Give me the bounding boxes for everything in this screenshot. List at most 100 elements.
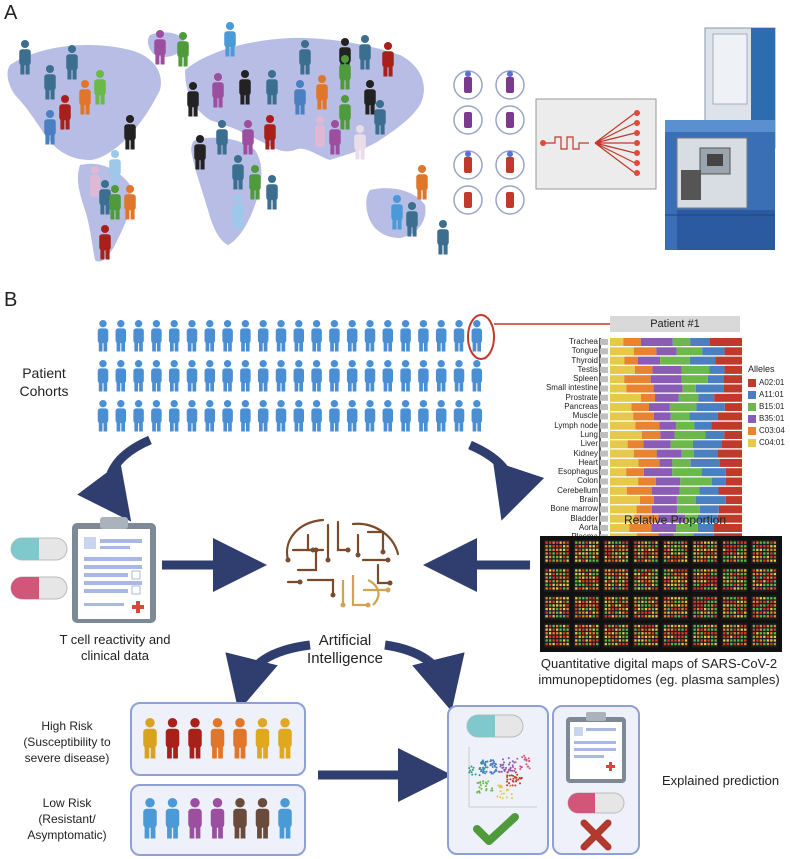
cohort-person-icon <box>346 360 358 392</box>
allele-bar-segment <box>715 356 742 365</box>
allele-bar-segment <box>610 347 634 356</box>
low-risk-people <box>143 798 292 839</box>
allele-bar-segment <box>653 412 671 421</box>
map-person-icon <box>364 80 376 115</box>
allele-bar-segment <box>679 486 700 495</box>
allele-bar-segment <box>725 496 742 505</box>
cohort-person-icon <box>293 360 305 392</box>
cross-icon <box>580 819 612 851</box>
allele-bar-segment <box>624 375 651 384</box>
cohort-person-icon <box>311 360 322 392</box>
allele-bar-segment <box>655 393 679 402</box>
allele-bar-segment <box>633 449 657 458</box>
cohort-person-icon <box>204 400 216 432</box>
high-risk-person-icon <box>188 718 202 759</box>
cohort-person-icon <box>257 360 269 392</box>
allele-bar-segment <box>699 486 719 495</box>
allele-bar-segment <box>670 412 690 421</box>
mass-spectrometer <box>665 27 776 250</box>
pill-red-icon <box>10 576 68 600</box>
cohort-person-icon <box>471 320 483 352</box>
cohort-person-icon <box>275 320 287 352</box>
allele-bar-segment <box>633 347 657 356</box>
pill-blue-icon <box>10 537 68 561</box>
allele-bar-segment <box>610 449 634 458</box>
cohort-person-icon <box>186 400 198 432</box>
allele-bar-segment <box>610 412 634 421</box>
cohort-person-icon <box>115 400 127 432</box>
cohort-person-icon <box>346 400 358 432</box>
allele-bar-segment <box>653 496 677 505</box>
high-risk-person-icon <box>278 718 292 759</box>
allele-bar-segment <box>702 347 725 356</box>
low-risk-label: Low Risk (Resistant/ Asymptomatic) <box>27 796 107 842</box>
allele-bar-segment <box>670 440 693 449</box>
cohort-person-icon <box>346 320 358 352</box>
legend-label: C03:04 <box>759 426 785 435</box>
map-person-icon <box>329 120 341 155</box>
allele-bar-segment <box>717 449 742 458</box>
map-person-icon <box>339 95 351 130</box>
allele-bar-segment <box>717 412 742 421</box>
panel-b-label: B <box>4 289 18 311</box>
cohort-person-icon <box>293 320 305 352</box>
allele-bar-segment <box>610 440 628 449</box>
allele-bar-segment <box>682 384 696 393</box>
patient-cohorts-title: Patient Cohorts <box>19 365 69 399</box>
cohort-person-icon <box>257 400 269 432</box>
legend-item: C04:01 <box>748 438 790 447</box>
map-person-icon <box>66 45 78 80</box>
cohort-person-icon <box>453 400 465 432</box>
cohort-person-icon <box>151 320 162 352</box>
cohort-person-icon <box>168 360 180 392</box>
allele-bar-segment <box>672 468 702 477</box>
low-risk-person-icon <box>165 798 180 839</box>
allele-bar-segment <box>677 505 700 514</box>
row-marker <box>600 404 608 411</box>
allele-bar-segment <box>690 338 710 346</box>
row-marker <box>600 497 608 504</box>
allele-bar-segment <box>651 524 677 532</box>
allele-bar-segment <box>639 496 654 505</box>
allele-bar-segment <box>724 365 742 374</box>
map-person-icon <box>154 30 166 65</box>
allele-bar-segment <box>643 440 671 449</box>
map-person-icon <box>44 65 56 100</box>
legend-label: C04:01 <box>759 438 785 447</box>
cohort-person-icon <box>168 400 180 432</box>
cohort-person-icon <box>364 360 376 392</box>
allele-bar-segment <box>678 393 699 402</box>
allele-bar-segment <box>660 431 675 439</box>
map-person-icon <box>299 40 311 75</box>
cohort-person-icon <box>168 320 180 352</box>
cohort-person-icon <box>133 400 144 432</box>
tissue-label: Thyroid <box>571 355 598 365</box>
chart-xlabel: Relative Proportion <box>623 513 727 527</box>
world-map <box>7 22 449 262</box>
cohort-person-icon <box>257 320 269 352</box>
row-marker <box>600 339 608 345</box>
map-person-icon <box>194 135 206 170</box>
allele-bar-segment <box>681 449 695 458</box>
allele-bar-segment <box>655 477 681 486</box>
allele-bar-segment <box>723 375 742 384</box>
allele-bar-segment <box>672 458 691 467</box>
allele-bar-segment <box>610 421 636 430</box>
tissue-label: Bone marrow <box>550 504 598 514</box>
allele-bar-segment <box>709 338 742 346</box>
cohort-person-icon <box>400 360 411 392</box>
cohort-person-icon <box>240 400 251 432</box>
cohort-person-icon <box>435 360 447 392</box>
prediction-box-correct <box>447 705 549 855</box>
allele-bar-segment <box>641 431 661 439</box>
legend-label: B15:01 <box>759 402 785 411</box>
map-person-icon <box>391 195 403 230</box>
map-person-icon <box>124 185 136 220</box>
allele-bar-segment <box>692 440 722 449</box>
clinical-caption: T cell reactivity and clinical data <box>59 632 171 663</box>
sample-tubes-diagram <box>453 70 525 215</box>
cohort-person-icon <box>471 400 483 432</box>
allele-bar-segment <box>637 356 661 365</box>
cohort-person-icon <box>453 360 465 392</box>
allele-bar-segment <box>638 477 656 486</box>
